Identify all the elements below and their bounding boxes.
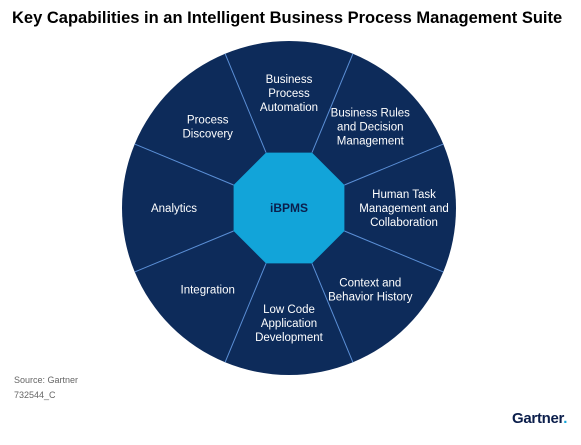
capability-label-line: Business Rules bbox=[331, 108, 411, 120]
center-label: iBPMS bbox=[270, 201, 308, 215]
wheel-divider bbox=[311, 53, 354, 153]
capability-label-line: Behavior History bbox=[328, 291, 413, 303]
capability-label-line: Business bbox=[266, 74, 313, 86]
capability-label-line: Development bbox=[255, 332, 324, 344]
wheel-dividers bbox=[134, 53, 444, 363]
source-note: Source: Gartner bbox=[14, 375, 79, 385]
logo-text: Gartner bbox=[512, 410, 564, 427]
diagram-title: Key Capabilities in an Intelligent Busin… bbox=[12, 9, 563, 27]
capability-label-line: Analytics bbox=[151, 203, 197, 215]
capability-label-line: Process bbox=[187, 115, 229, 127]
center-octagon bbox=[233, 152, 345, 264]
logo-dot: . bbox=[563, 410, 568, 427]
capability-label-line: Automation bbox=[260, 102, 318, 114]
capability-label-line: Integration bbox=[181, 284, 235, 296]
capability-label-line: Management and bbox=[359, 203, 449, 215]
wheel-divider bbox=[224, 263, 267, 363]
wheel-divider bbox=[224, 53, 267, 153]
capability-label-line: Context and bbox=[339, 277, 401, 289]
capability-label-line: and Decision bbox=[337, 122, 403, 134]
capability-label-line: Collaboration bbox=[370, 217, 438, 229]
wheel-divider bbox=[134, 230, 234, 273]
capability-label: Analytics bbox=[151, 203, 197, 215]
capability-label-line: Process bbox=[268, 88, 310, 100]
capability-label-line: Low Code bbox=[263, 304, 315, 316]
capability-label-line: Discovery bbox=[182, 129, 233, 141]
capability-label: Integration bbox=[181, 284, 235, 296]
capability-label-line: Management bbox=[337, 136, 405, 148]
capability-label-line: Human Task bbox=[372, 189, 436, 201]
wheel-divider bbox=[344, 143, 444, 186]
figure-code: 732544_C bbox=[14, 390, 56, 400]
wheel-divider bbox=[344, 230, 444, 273]
wheel-divider bbox=[134, 143, 234, 186]
wheel-divider bbox=[311, 263, 354, 363]
capability-label-line: Application bbox=[261, 318, 317, 330]
gartner-logo: Gartner. bbox=[512, 410, 567, 427]
